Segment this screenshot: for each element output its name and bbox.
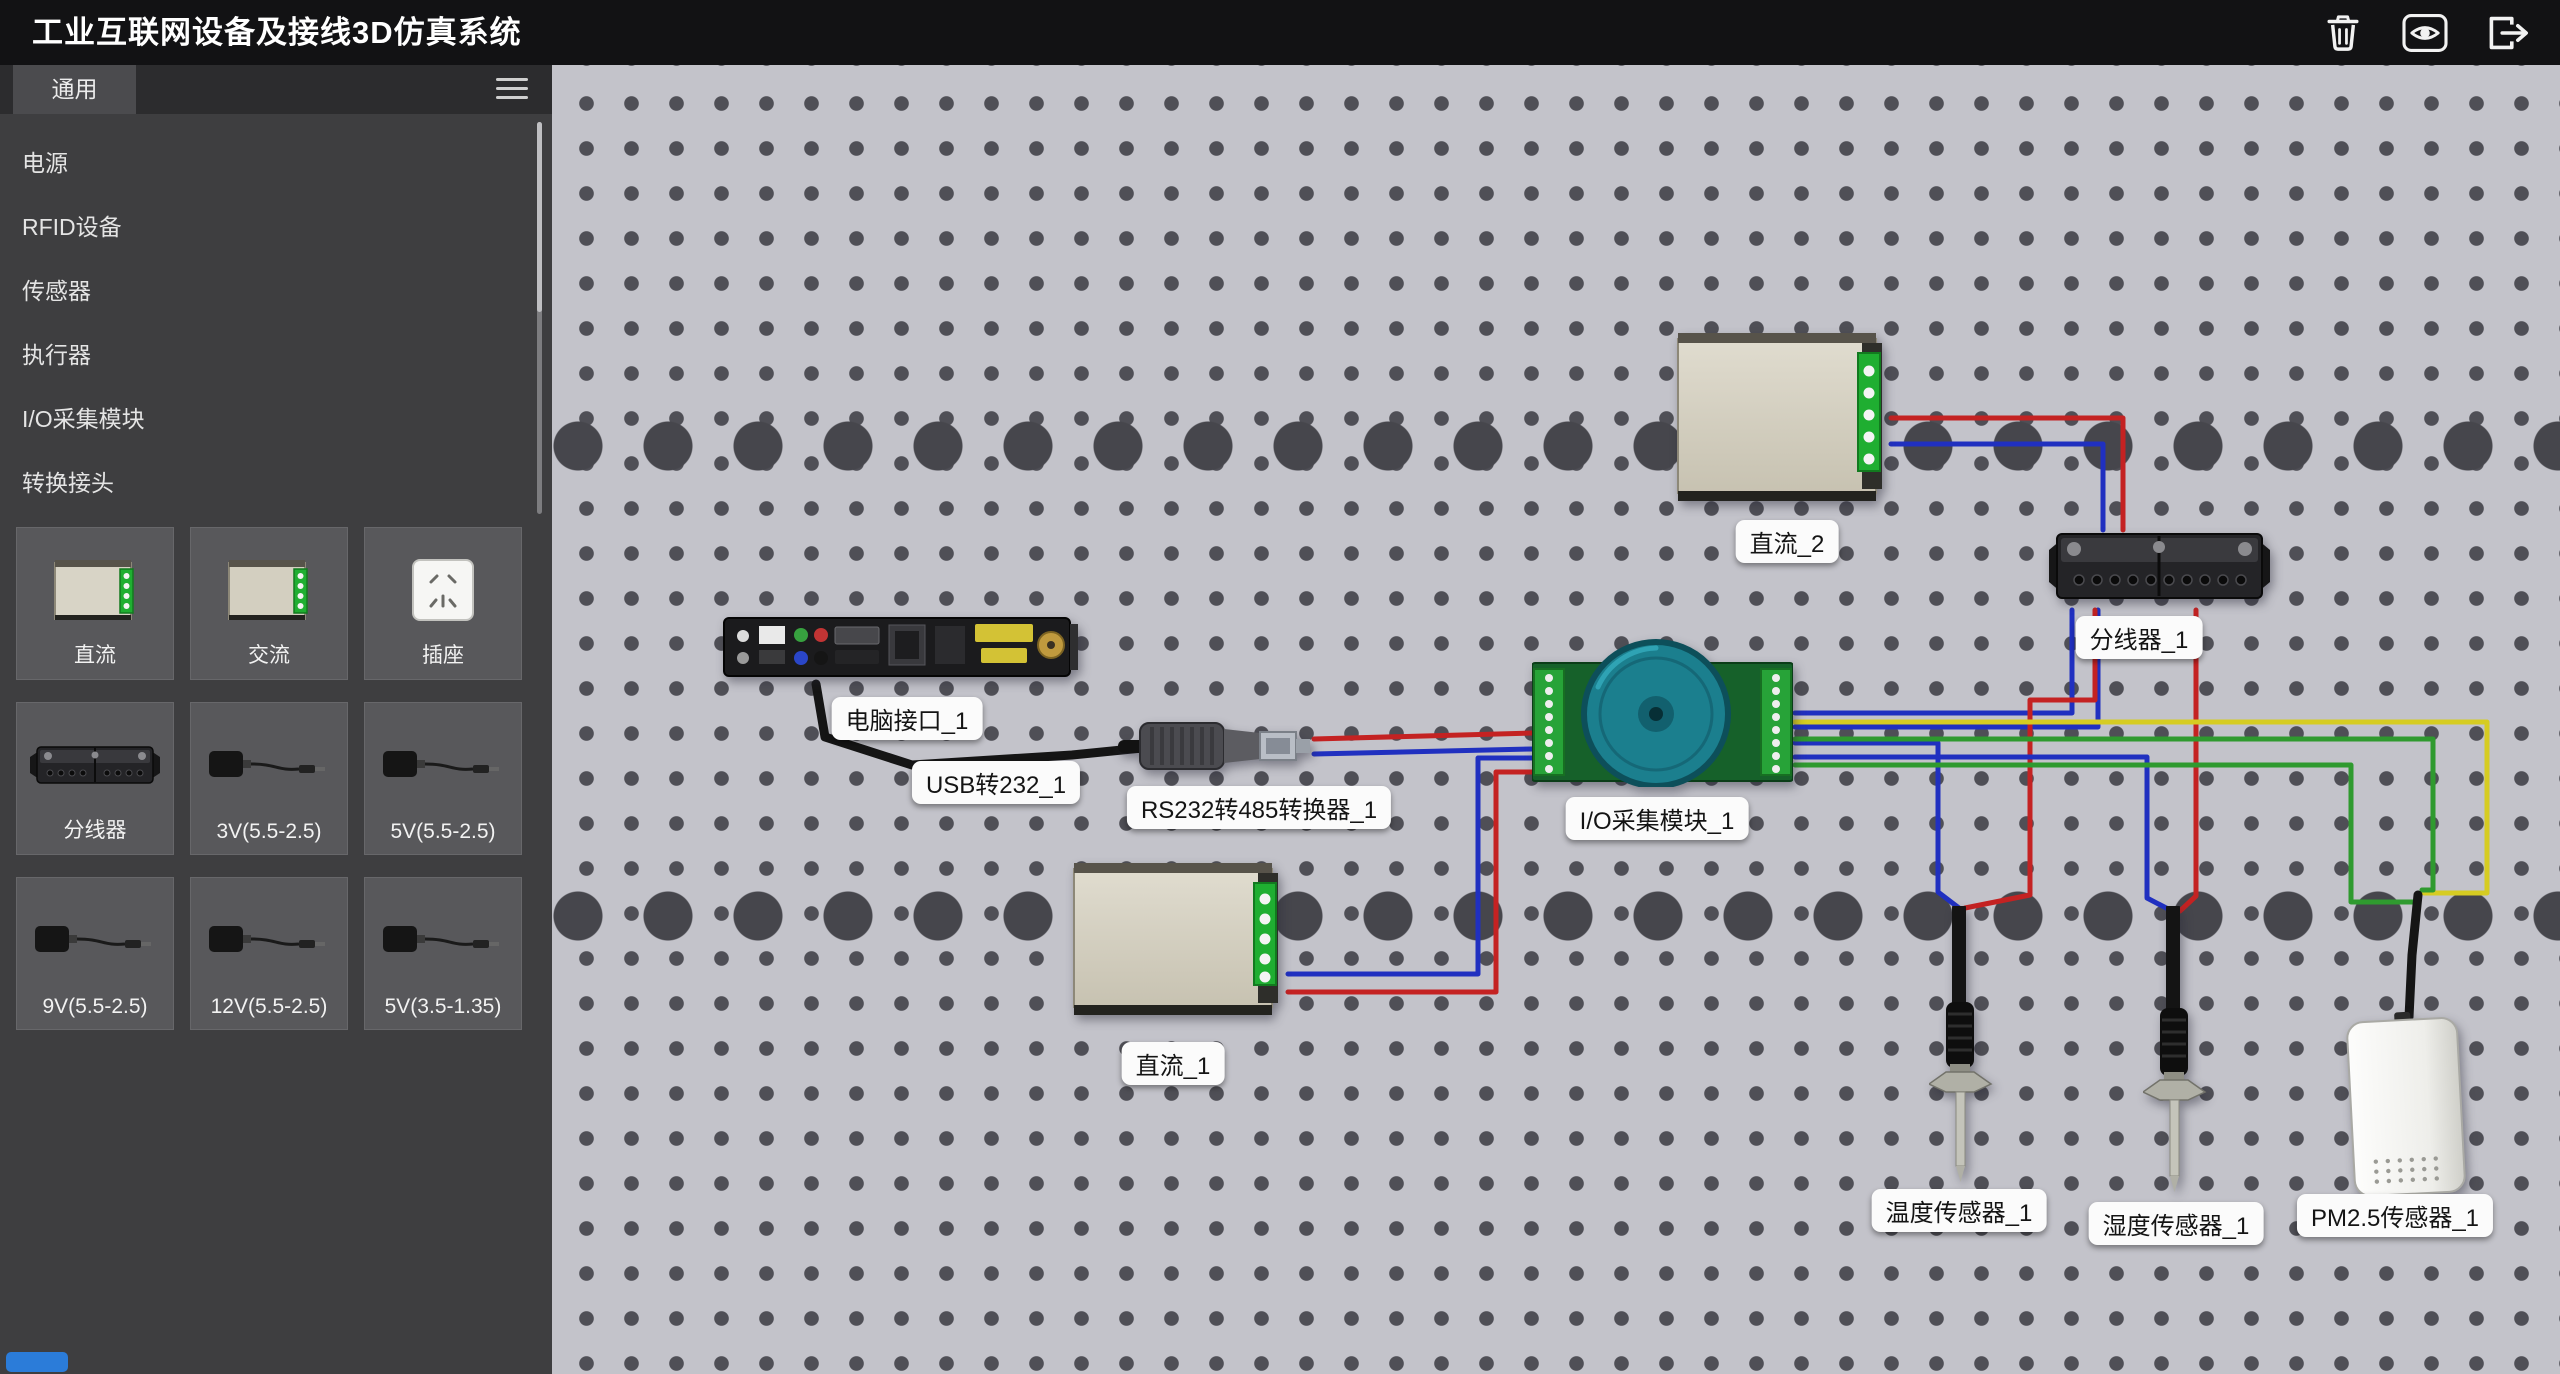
sidebar-item-power[interactable]: 电源 <box>22 150 68 176</box>
wire-blue[interactable] <box>1792 607 2101 730</box>
device-io-module-1[interactable] <box>1531 617 1794 789</box>
eye-icon[interactable] <box>2394 9 2456 57</box>
wire-red[interactable] <box>1311 730 1535 742</box>
workspace-canvas[interactable]: 直流_2 分线器_1 电脑接口_1 USB转232_1 RS232转485转换器… <box>552 65 2560 1374</box>
device-label-dc1[interactable]: 直流_1 <box>1121 1042 1225 1085</box>
wire-blue[interactable] <box>1792 607 2075 716</box>
device-temp-sensor-1[interactable] <box>1927 901 1993 1196</box>
pegboard-hole-row <box>552 420 2560 472</box>
sidebar-item-io-module[interactable]: I/O采集模块 <box>22 406 145 432</box>
device-label-pm25[interactable]: PM2.5传感器_1 <box>2296 1194 2494 1237</box>
component-card-adapter-5v-mini[interactable]: 5V(3.5-1.35) <box>364 877 522 1030</box>
toolbar <box>2312 9 2538 57</box>
socket-icon <box>365 542 521 638</box>
device-pc-interface-1[interactable] <box>723 612 1078 683</box>
sidebar-item-actuator[interactable]: 执行器 <box>22 342 91 368</box>
component-sidebar: 通用 电源 RFID设备 传感器 执行器 I/O采集模块 转换接头 <box>0 65 552 1374</box>
wire-blue[interactable] <box>1311 746 1535 757</box>
wire-green[interactable] <box>1792 736 2436 893</box>
wire-blue[interactable] <box>1285 755 1537 977</box>
wire-red[interactable] <box>1888 415 2126 533</box>
component-card-adapter-12v[interactable]: 12V(5.5-2.5) <box>190 877 348 1030</box>
power-adapter-icon <box>17 892 173 988</box>
device-label-pc1[interactable]: 电脑接口_1 <box>831 697 983 740</box>
device-label-hum1[interactable]: 湿度传感器_1 <box>2088 1202 2264 1245</box>
device-label-temp1[interactable]: 温度传感器_1 <box>1871 1189 2047 1232</box>
menu-icon[interactable] <box>496 78 528 102</box>
component-card-splitter[interactable]: 分线器 <box>16 702 174 855</box>
wire-red[interactable] <box>2177 607 2199 914</box>
device-label-io1[interactable]: I/O采集模块_1 <box>1565 797 1749 840</box>
power-adapter-icon <box>365 892 521 988</box>
pegboard-hole-row <box>552 890 2560 942</box>
sidebar-item-adapter[interactable]: 转换接头 <box>22 470 114 496</box>
component-card-adapter-3v[interactable]: 3V(5.5-2.5) <box>190 702 348 855</box>
wire-green[interactable] <box>1792 762 2417 905</box>
ac-power-icon <box>191 542 347 638</box>
exit-icon[interactable] <box>2476 9 2538 57</box>
wire-red[interactable] <box>1962 607 2098 911</box>
component-card-dc-power[interactable]: 直流 <box>16 527 174 680</box>
component-card-adapter-9v[interactable]: 9V(5.5-2.5) <box>16 877 174 1030</box>
device-humidity-sensor-1[interactable] <box>2141 901 2207 1206</box>
wire-black[interactable] <box>2404 890 2423 1022</box>
wire-yellow[interactable] <box>1792 719 2490 896</box>
title-bar: 工业互联网设备及接线3D仿真系统 <box>0 0 2560 65</box>
device-dc-power-2[interactable] <box>1674 327 1894 507</box>
trash-icon[interactable] <box>2312 9 2374 57</box>
tab-general[interactable]: 通用 <box>13 65 136 114</box>
app-title: 工业互联网设备及接线3D仿真系统 <box>32 15 522 50</box>
component-grid: 直流 交流 <box>16 527 522 1030</box>
power-adapter-icon <box>365 717 521 813</box>
power-adapter-icon <box>191 717 347 813</box>
sidebar-item-sensor[interactable]: 传感器 <box>22 278 91 304</box>
device-dc-power-1[interactable] <box>1070 857 1290 1021</box>
component-card-ac-power[interactable]: 交流 <box>190 527 348 680</box>
wire-red[interactable] <box>1285 769 1537 995</box>
device-usb-serial-adapter[interactable] <box>1118 715 1314 777</box>
wire-blue[interactable] <box>1792 754 2175 914</box>
sidebar-tabstrip: 通用 <box>0 65 552 114</box>
wire-blue[interactable] <box>1888 441 2106 533</box>
component-card-adapter-5v[interactable]: 5V(5.5-2.5) <box>364 702 522 855</box>
component-card-socket[interactable]: 插座 <box>364 527 522 680</box>
category-scrollbar[interactable] <box>537 122 542 514</box>
sidebar-bottom-button[interactable] <box>6 1352 68 1372</box>
sidebar-item-rfid[interactable]: RFID设备 <box>22 214 122 240</box>
power-adapter-icon <box>191 892 347 988</box>
splitter-icon <box>17 717 173 813</box>
device-label-dc2[interactable]: 直流_2 <box>1735 520 1839 563</box>
device-label-usb232[interactable]: USB转232_1 <box>911 761 1081 804</box>
dc-power-icon <box>17 542 173 638</box>
category-list: 电源 RFID设备 传感器 执行器 I/O采集模块 转换接头 <box>0 114 530 515</box>
device-label-splitter1[interactable]: 分线器_1 <box>2075 616 2203 659</box>
device-pm25-sensor-1[interactable] <box>2343 1011 2469 1202</box>
device-splitter-1[interactable] <box>2049 526 2270 607</box>
wire-blue[interactable] <box>1792 740 1962 911</box>
device-label-rs485[interactable]: RS232转485转换器_1 <box>1126 786 1392 829</box>
